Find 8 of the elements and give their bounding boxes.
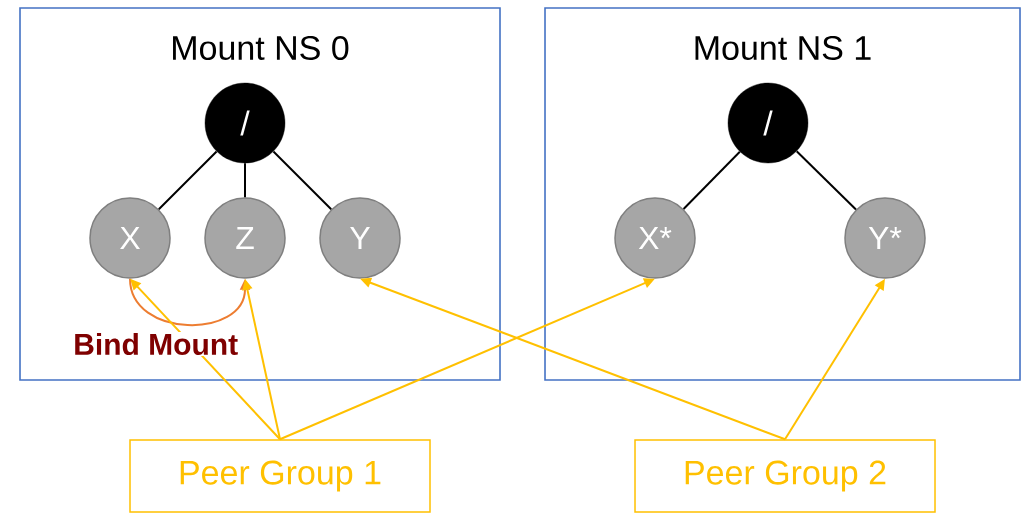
tree-line: [244, 162, 246, 199]
peer-group-box: Peer Group 2: [634, 439, 936, 513]
peer-group-box: Peer Group 1: [129, 439, 431, 513]
tree-line: [795, 150, 857, 211]
tree-line: [682, 150, 741, 210]
tree-line: [157, 150, 218, 211]
tree-line: [272, 150, 333, 211]
edge-label: Bind Mount: [72, 332, 240, 357]
